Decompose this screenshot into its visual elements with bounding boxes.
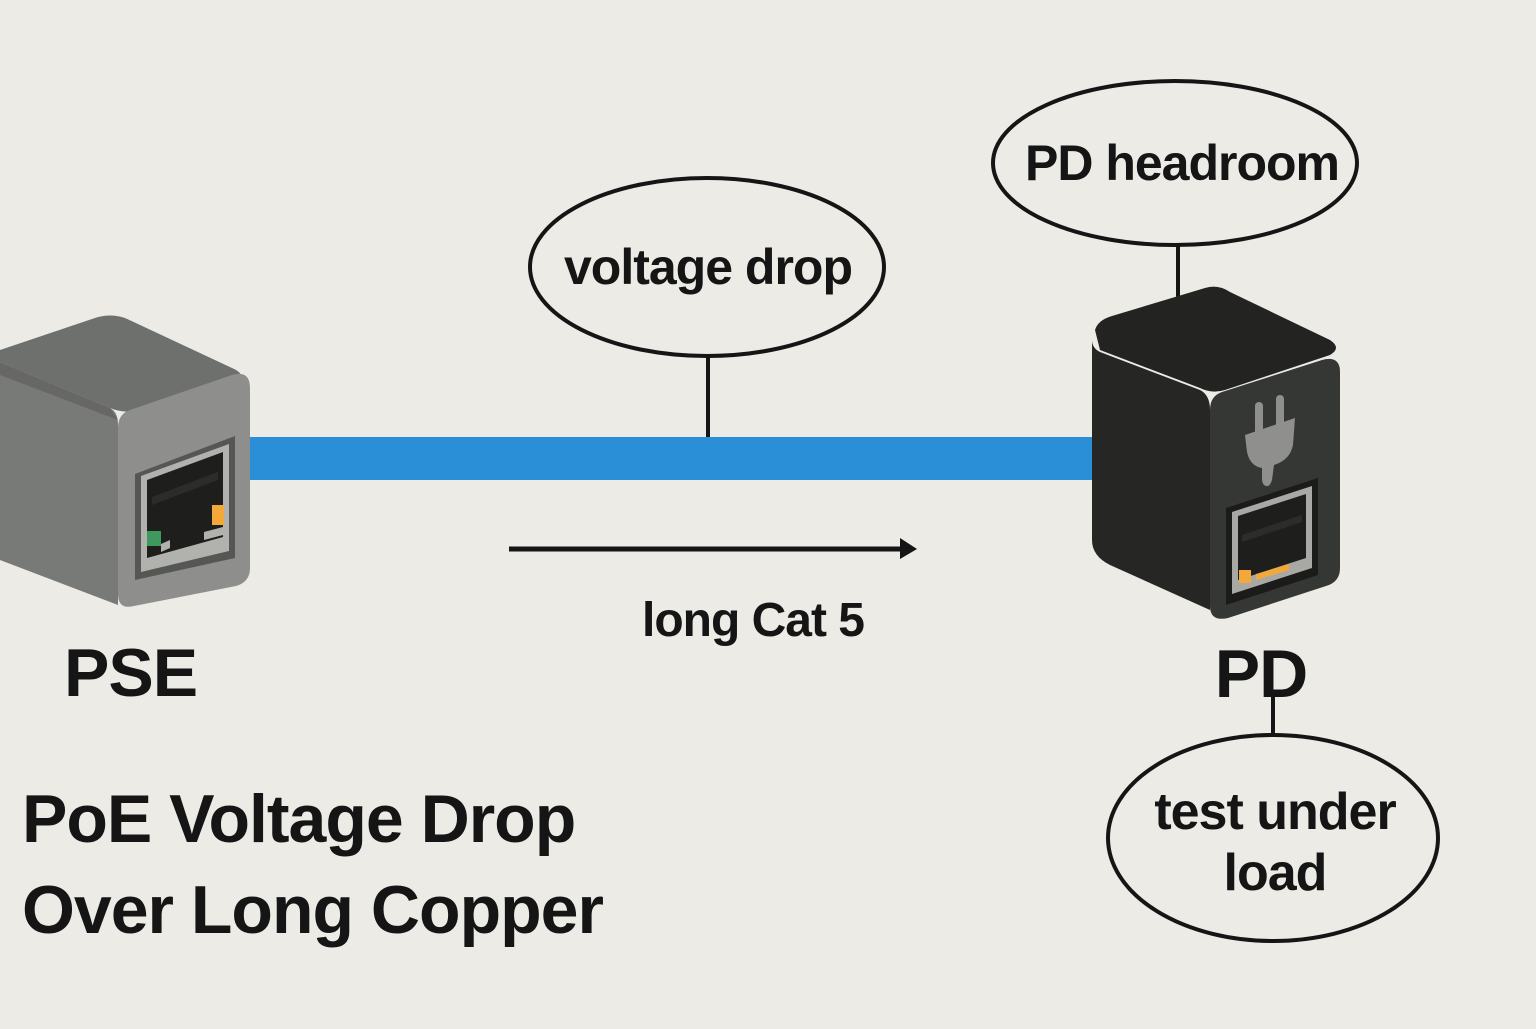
- pd-rj45-port: [1226, 478, 1318, 605]
- pd-headroom-callout: PD headroom: [991, 79, 1359, 298]
- pse-label: PSE: [64, 635, 197, 711]
- test-under-load-callout: test under load: [1106, 695, 1440, 943]
- cable-label: long Cat 5: [642, 594, 864, 647]
- pd-label: PD: [1215, 636, 1307, 712]
- test-under-load-text-line2: load: [1224, 844, 1327, 902]
- pd-link-led-orange: [1239, 570, 1251, 583]
- pse-device: [0, 315, 250, 607]
- voltage-drop-text: voltage drop: [564, 239, 852, 295]
- voltage-drop-callout: voltage drop: [528, 176, 886, 437]
- diagram-title-line1: PoE Voltage Drop: [22, 781, 575, 857]
- arrow-head-icon: [900, 538, 917, 559]
- pd-device: [1092, 286, 1340, 619]
- pd-headroom-text: PD headroom: [1025, 135, 1339, 191]
- pse-link-led-green: [147, 531, 161, 546]
- test-under-load-text-line1: test under: [1154, 783, 1396, 841]
- pse-activity-led-orange: [212, 505, 224, 525]
- diagram-title-line2: Over Long Copper: [22, 872, 603, 948]
- pse-rj45-port: [135, 436, 235, 580]
- power-plug-icon: [1245, 395, 1295, 487]
- direction-arrow: [509, 538, 917, 559]
- cat5-cable: [240, 437, 1100, 480]
- pd-activity-led-orange: [1256, 564, 1289, 580]
